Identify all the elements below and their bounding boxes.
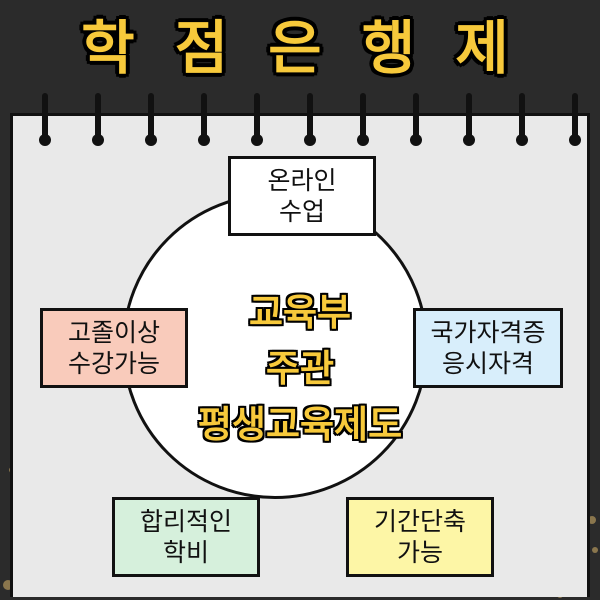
feature-line-1: 온라인	[267, 166, 337, 195]
feature-box-online: 온라인 수업	[228, 156, 376, 236]
feature-box-shortened-period: 기간단축 가능	[346, 497, 494, 577]
feature-line-1: 합리적인	[139, 507, 232, 536]
center-label: 교육부 주관 평생교육제도	[175, 285, 425, 453]
page-title: 학 점 은 행 제	[81, 14, 519, 82]
feature-line-2: 응시자격	[441, 349, 534, 378]
feature-line-2: 학비	[162, 538, 209, 567]
center-line-3: 평생교육제도	[197, 403, 403, 446]
feature-line-1: 국가자격증	[430, 318, 546, 347]
feature-line-2: 수강가능	[67, 349, 160, 378]
center-line-2: 주관	[265, 347, 335, 390]
feature-box-eligibility: 고졸이상 수강가능	[40, 308, 188, 388]
feature-line-2: 가능	[396, 538, 443, 567]
feature-box-tuition: 합리적인 학비	[112, 497, 260, 577]
spiral-rings	[39, 93, 581, 146]
feature-box-certificate: 국가자격증 응시자격	[413, 308, 563, 388]
feature-line-1: 고졸이상	[67, 318, 160, 347]
feature-line-2: 수업	[278, 197, 325, 226]
feature-line-1: 기간단축	[373, 507, 466, 536]
center-line-1: 교육부	[248, 291, 352, 334]
